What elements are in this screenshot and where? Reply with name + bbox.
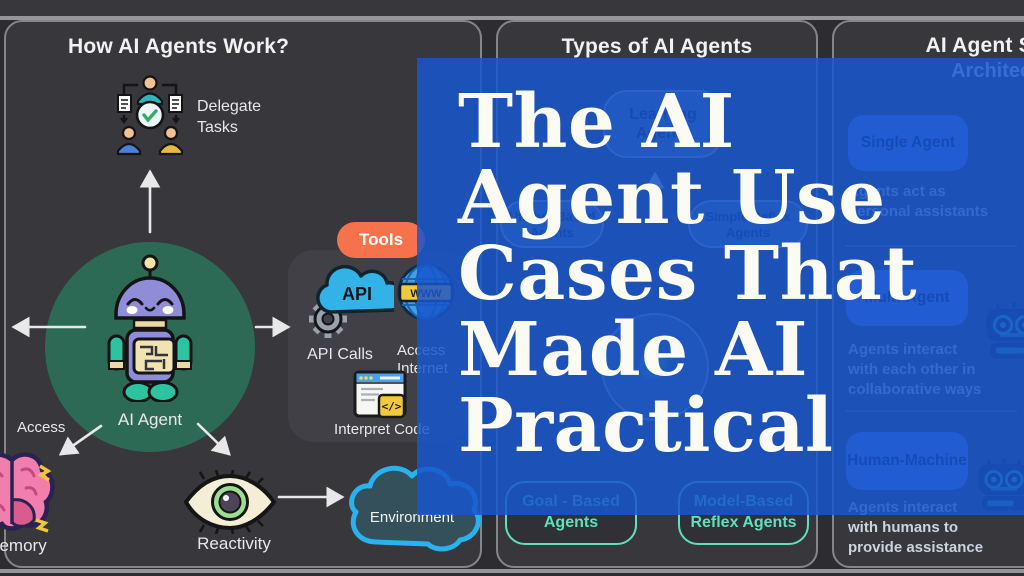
- blue-title-overlay: The AI Agent Use Cases That Made AI Prac…: [417, 58, 1024, 515]
- main-title: The AI Agent Use Cases That Made AI Prac…: [458, 84, 917, 464]
- api-calls-label: API Calls: [307, 346, 373, 363]
- reactivity-label: Reactivity: [197, 534, 271, 553]
- interpret-code-label: Interpret Code: [334, 421, 430, 438]
- main-title-line: The AI: [458, 79, 735, 165]
- main-title-line: Agent Use: [458, 155, 886, 241]
- bottom-divider-line: [0, 569, 1024, 573]
- main-title-line: Cases That: [458, 231, 918, 317]
- arch-panel-title: AI Agent System: [925, 34, 1024, 57]
- ai-agent-label: AI Agent: [117, 410, 183, 429]
- types-panel-title: Types of AI Agents: [561, 35, 753, 58]
- main-title-line: Made AI: [458, 307, 808, 393]
- main-title-line: Practical: [458, 383, 834, 469]
- top-divider-line: [0, 16, 1024, 20]
- delegate-tasks-label: Delegate Tasks: [197, 98, 262, 136]
- memory-label: Memory: [0, 536, 47, 555]
- top-strip: [0, 0, 1024, 16]
- tools-badge: Tools: [337, 222, 425, 258]
- access-label: Access: [17, 419, 66, 436]
- how-panel-title: How AI Agents Work?: [68, 35, 290, 58]
